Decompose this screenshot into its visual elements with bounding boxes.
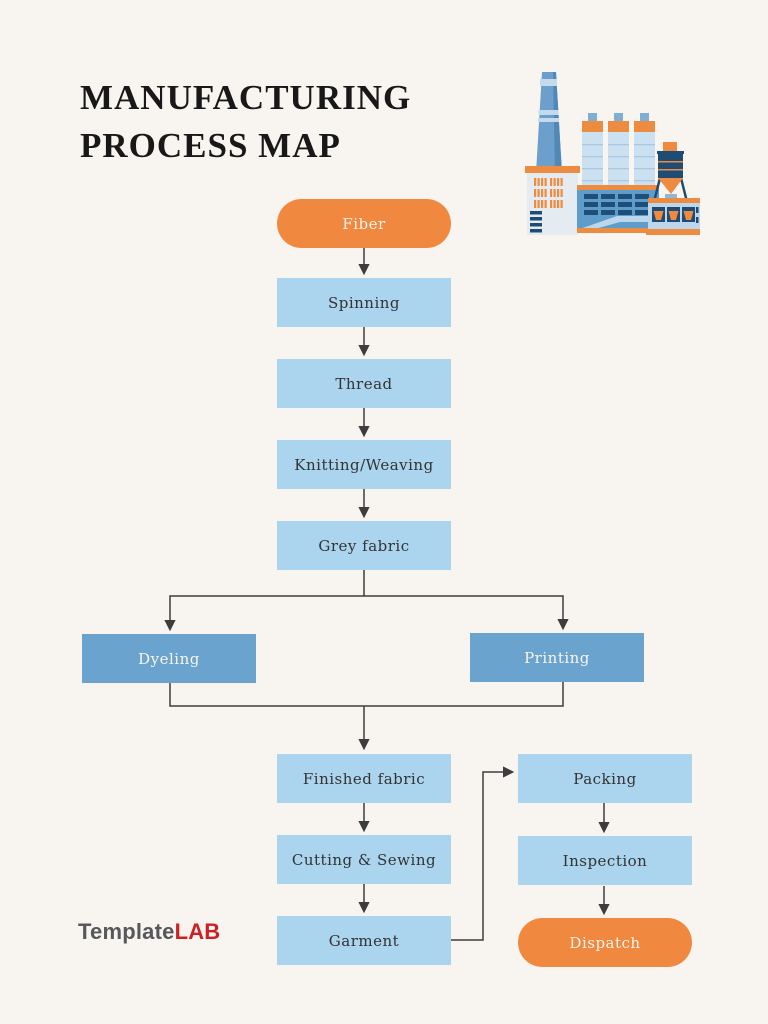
node-knitting-weaving: Knitting/Weaving [277,440,451,489]
templatelab-logo-lab: LAB [174,919,221,944]
edge-dyeling-merge [169,683,364,707]
edge-grey-dyeling [164,595,364,632]
edge-printing-merge [364,682,564,707]
page-title-line2: PROCESS MAP [80,126,341,165]
node-grey-fabric: Grey fabric [277,521,451,570]
node-finished-fabric: Finished fabric [277,754,451,803]
node-packing: Packing [518,754,692,803]
node-cutting-sewing: Cutting & Sewing [277,835,451,884]
node-garment: Garment [277,916,451,965]
node-fiber: Fiber [277,199,451,248]
node-thread: Thread [277,359,451,408]
templatelab-logo-template: Template [78,919,175,944]
edge-grey-printing [364,595,569,631]
edge-garment-packing [451,766,515,941]
node-inspection: Inspection [518,836,692,885]
factory-right-building [646,198,700,235]
node-printing: Printing [470,633,644,682]
page-title: MANUFACTURING PROCESS MAP [80,74,411,170]
node-spinning: Spinning [277,278,451,327]
factory-mid-building [577,185,659,233]
factory-silos [582,113,655,190]
factory-left-building [525,166,580,235]
factory-chimney [536,72,562,173]
factory-illustration [525,72,700,235]
page-title-line1: MANUFACTURING [80,78,412,117]
templatelab-logo: TemplateLAB [78,919,220,945]
node-dispatch: Dispatch [518,918,692,967]
node-dyeling: Dyeling [82,634,256,683]
